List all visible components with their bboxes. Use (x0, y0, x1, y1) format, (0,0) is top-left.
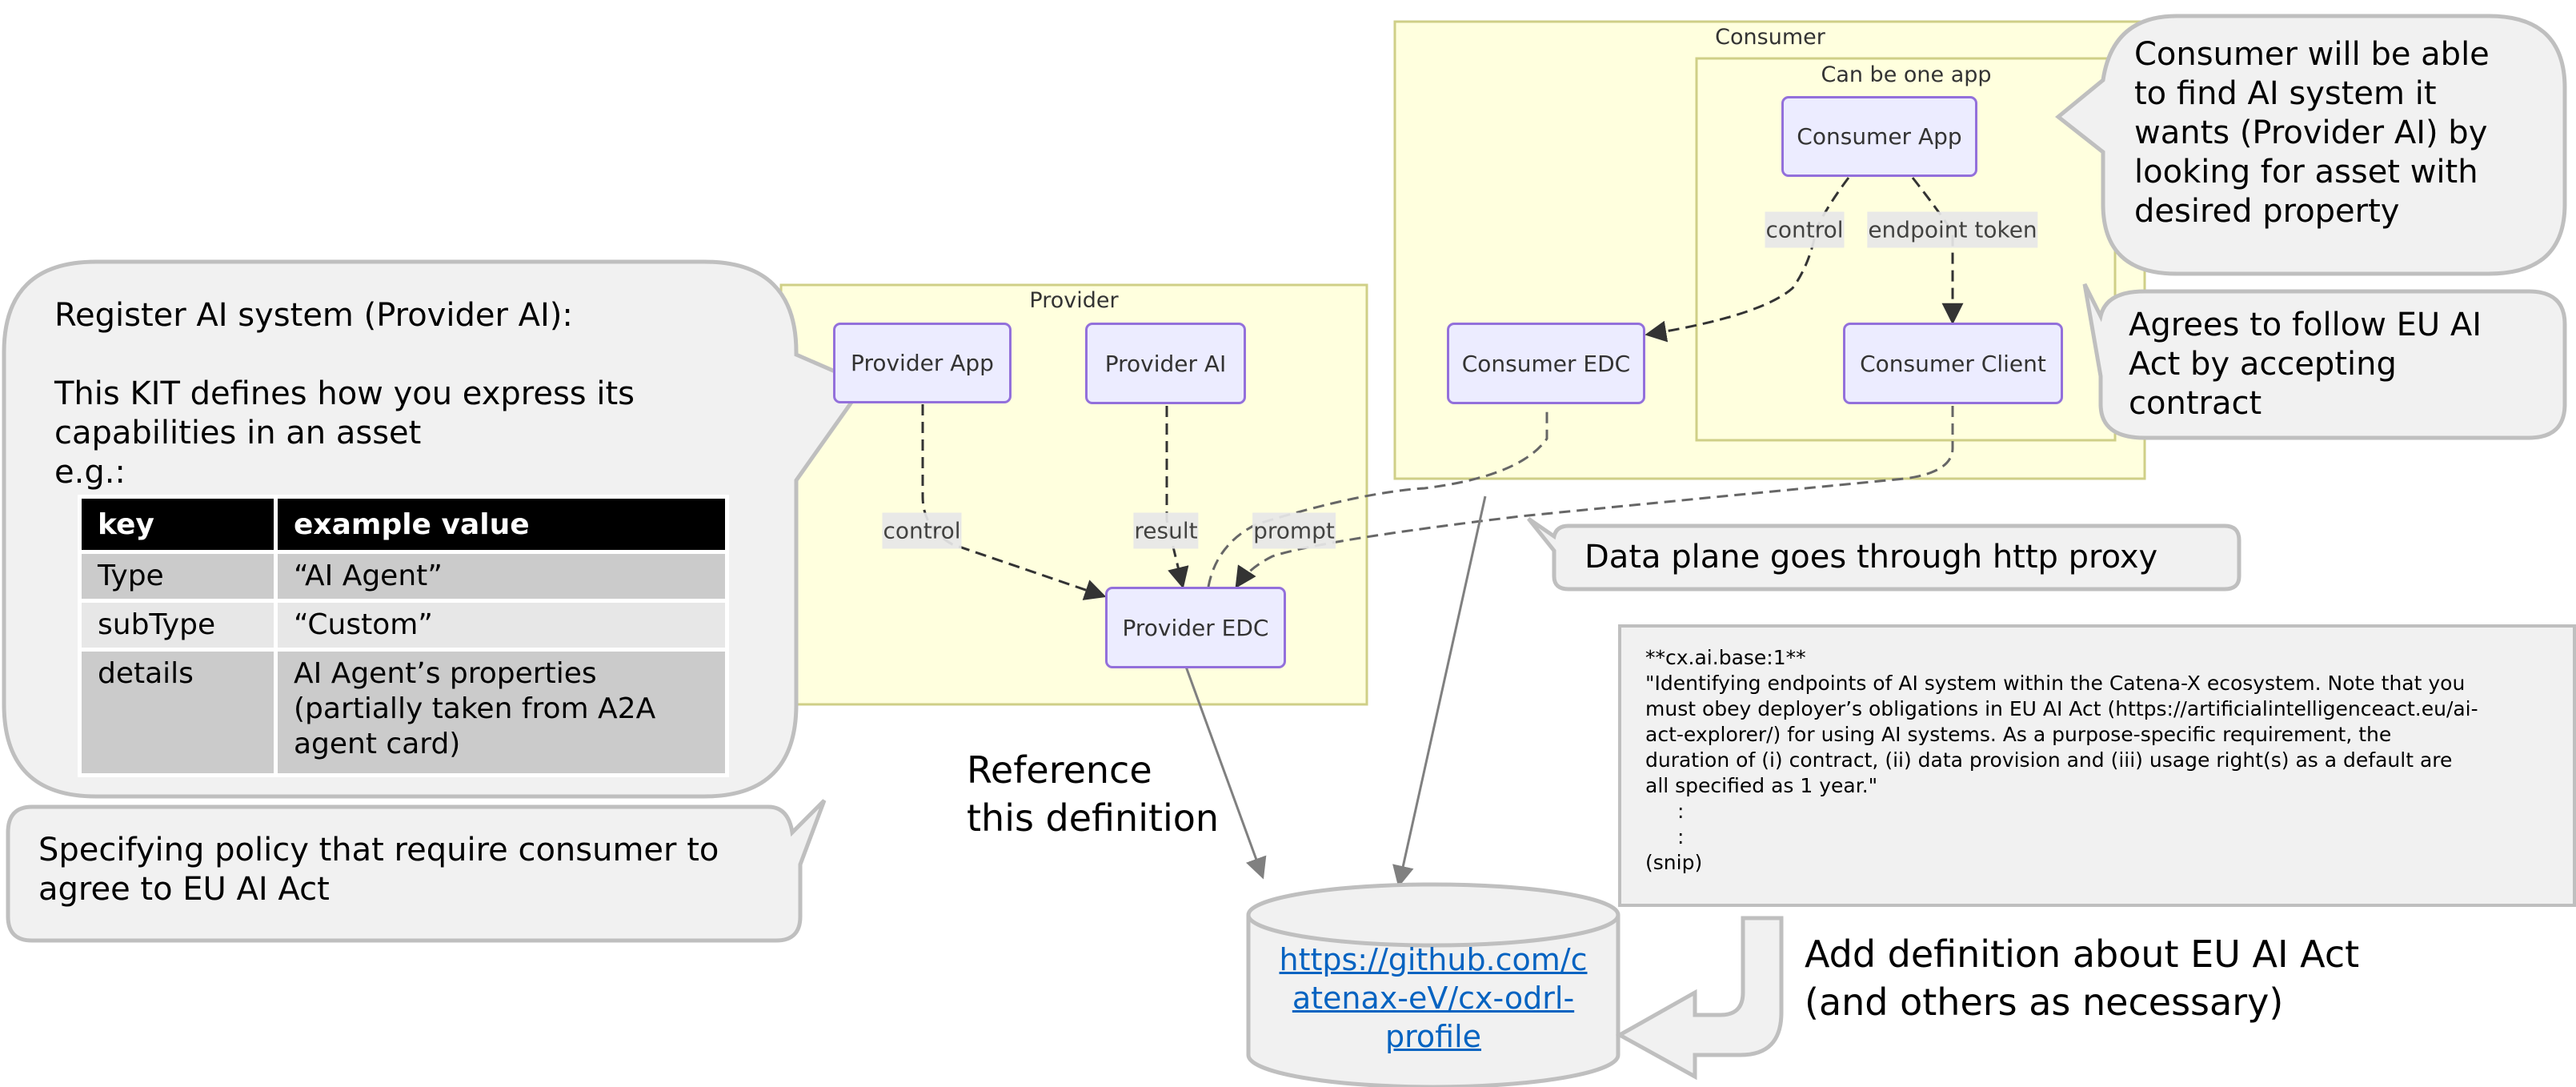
definition-line: must obey deployer’s obligations in EU A… (1645, 697, 2478, 720)
table-row: Type “AI Agent” (82, 554, 725, 599)
policy-callout-shape (6, 799, 827, 943)
node-consumer-app[interactable]: Consumer App (1781, 96, 1977, 177)
consumer-inner-group-label: Can be one app (1821, 62, 1992, 87)
agree-line: Act by accepting (2129, 346, 2397, 383)
register-line-2: This KIT defines how you express its (54, 375, 635, 412)
repository-link[interactable]: https://github.com/c atenax-eV/cx-odrl- … (1248, 941, 1618, 1056)
definition-ellipsis: : (1677, 825, 1685, 848)
table-cell-key: subType (82, 603, 274, 648)
edge-label-consumer-control: control (1765, 211, 1845, 248)
node-provider-edc[interactable]: Provider EDC (1105, 587, 1286, 668)
details-line-1: AI Agent’s properties (294, 657, 597, 690)
find-callout-text: Consumer will be able to find AI system … (2134, 35, 2490, 231)
provider-group-label: Provider (1029, 288, 1119, 313)
node-provider-app[interactable]: Provider App (833, 323, 1012, 403)
register-line-3: capabilities in an asset (54, 415, 422, 451)
definition-snip: (snip) (1645, 851, 1703, 874)
edge-label-provider-prompt: prompt (1252, 512, 1336, 549)
policy-callout-text: Specifying policy that require consumer … (38, 831, 719, 909)
policy-line-2: agree to EU AI Act (38, 871, 330, 908)
reference-arrow-consumer (1392, 495, 1487, 888)
reference-line-2: this definition (967, 796, 1220, 840)
repository-link-line[interactable]: https://github.com/c (1279, 942, 1588, 977)
definition-line: "Identifying endpoints of AI system with… (1645, 672, 2466, 695)
table-header-key: key (82, 499, 274, 550)
repository-link-line[interactable]: atenax-eV/cx-odrl- (1292, 981, 1575, 1016)
definition-box: **cx.ai.base:1** "Identifying endpoints … (1618, 624, 2576, 907)
table-header-row: key example value (82, 499, 725, 550)
agree-line: contract (2129, 385, 2262, 422)
details-line-3: agent card) (294, 728, 461, 760)
definition-ellipsis: : (1677, 800, 1685, 823)
policy-line-1: Specifying policy that require consumer … (38, 832, 719, 868)
table-cell-value: “AI Agent” (278, 554, 725, 599)
add-definition-block-arrow (1615, 916, 1784, 1081)
consumer-group-label: Consumer (1715, 25, 1825, 50)
edge-label-consumer-endpoint-token: endpoint token (1867, 211, 2038, 248)
reference-line-1: Reference (967, 748, 1152, 792)
edge-consumer-endpoint-token (1911, 177, 1964, 325)
edge-consumer-control (1645, 177, 1850, 343)
node-provider-ai[interactable]: Provider AI (1085, 323, 1246, 404)
add-line-1: Add definition about EU AI Act (1805, 933, 2360, 976)
table-cell-value: “Custom” (278, 603, 725, 648)
table-cell-value: AI Agent’s properties (partially taken f… (278, 652, 725, 773)
edge-label-provider-result: result (1133, 512, 1199, 549)
find-line: to find AI system it (2134, 75, 2437, 112)
edge-label-provider-control: control (882, 512, 962, 549)
table-header-value: example value (278, 499, 725, 550)
find-line: Consumer will be able (2134, 36, 2490, 73)
asset-properties-table: key example value Type “AI Agent” subTyp… (78, 495, 729, 777)
definition-line: act-explorer/) for using AI systems. As … (1645, 723, 2392, 746)
table-cell-key: Type (82, 554, 274, 599)
find-line: wants (Provider AI) by (2134, 114, 2488, 151)
repository-cylinder (1246, 882, 1621, 1087)
add-definition-annotation: Add definition about EU AI Act (and othe… (1805, 930, 2359, 1026)
dataplane-callout-shape (1527, 516, 2241, 592)
definition-title: **cx.ai.base:1** (1645, 646, 1806, 669)
definition-line: all specified as 1 year." (1645, 774, 1878, 797)
register-callout-text: Register AI system (Provider AI): This K… (54, 296, 635, 492)
table-row: subType “Custom” (82, 603, 725, 648)
node-consumer-client[interactable]: Consumer Client (1843, 323, 2063, 404)
reference-arrow-provider (1175, 640, 1267, 880)
details-line-2: (partially taken from A2A (294, 692, 656, 725)
find-line: looking for asset with (2134, 154, 2478, 191)
add-line-2: (and others as necessary) (1805, 981, 2284, 1024)
find-line: desired property (2134, 193, 2400, 230)
table-cell-key: details (82, 652, 274, 773)
reference-annotation: Reference this definition (967, 746, 1219, 842)
definition-line: duration of (i) contract, (ii) data prov… (1645, 748, 2453, 772)
table-row: details AI Agent’s properties (partially… (82, 652, 725, 773)
find-callout-shape (2055, 14, 2567, 276)
repository-link-line[interactable]: profile (1384, 1019, 1482, 1054)
edge-provider-prompt-a (1207, 406, 1548, 588)
register-line-4: e.g.: (54, 454, 126, 491)
edge-provider-prompt-b (1235, 406, 1954, 589)
agree-callout-text: Agrees to follow EU AI Act by accepting … (2129, 306, 2482, 423)
node-consumer-edc[interactable]: Consumer EDC (1447, 323, 1645, 404)
register-title: Register AI system (Provider AI): (54, 297, 573, 334)
agree-line: Agrees to follow EU AI (2129, 307, 2482, 343)
dataplane-callout-text: Data plane goes through http proxy (1584, 539, 2158, 576)
agree-callout-shape (2082, 283, 2567, 440)
